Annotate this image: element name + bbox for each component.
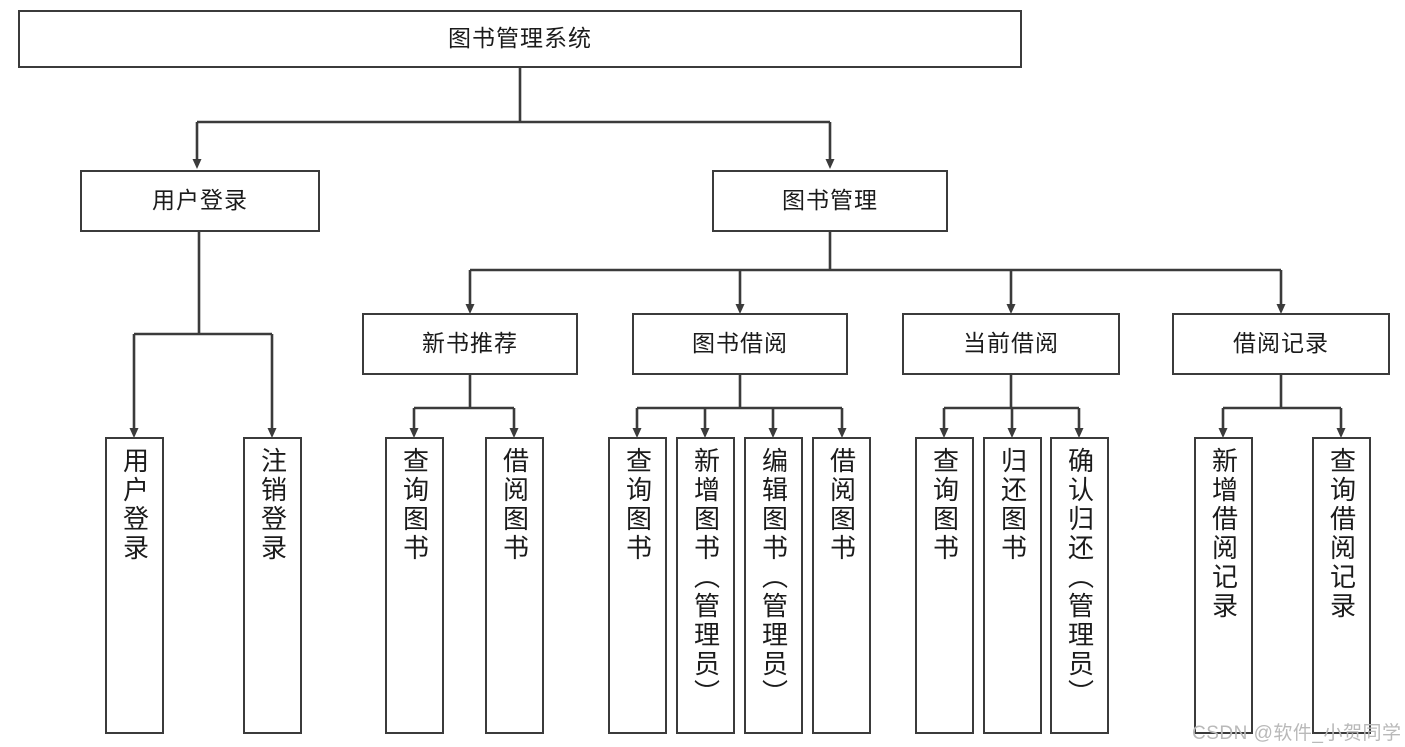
node-label: 查询图书 [929, 447, 960, 563]
node-label: 查询图书 [622, 447, 653, 563]
node-new-book-recommend[interactable]: 新书推荐 [362, 313, 578, 375]
node-label: 编辑图书（管理员） [758, 447, 789, 708]
leaf-user-login[interactable]: 用户登录 [105, 437, 164, 734]
node-label: 借阅记录 [1233, 330, 1329, 357]
node-root-library-system[interactable]: 图书管理系统 [18, 10, 1022, 68]
leaf-current-confirm-return-admin[interactable]: 确认归还（管理员） [1050, 437, 1109, 734]
node-label: 用户登录 [152, 187, 248, 214]
node-label: 用户登录 [119, 447, 150, 563]
leaf-current-return-book[interactable]: 归还图书 [983, 437, 1042, 734]
leaf-record-add-record[interactable]: 新增借阅记录 [1194, 437, 1253, 734]
leaf-new-book-borrow-book[interactable]: 借阅图书 [485, 437, 544, 734]
leaf-current-query-book[interactable]: 查询图书 [915, 437, 974, 734]
node-label: 当前借阅 [963, 330, 1059, 357]
leaf-logout[interactable]: 注销登录 [243, 437, 302, 734]
node-user-login[interactable]: 用户登录 [80, 170, 320, 232]
node-label: 查询图书 [399, 447, 430, 563]
leaf-borrow-edit-book-admin[interactable]: 编辑图书（管理员） [744, 437, 803, 734]
node-label: 图书管理 [782, 187, 878, 214]
node-label: 图书管理系统 [448, 25, 592, 52]
node-label: 确认归还（管理员） [1064, 447, 1095, 708]
leaf-borrow-borrow-book[interactable]: 借阅图书 [812, 437, 871, 734]
node-label: 注销登录 [257, 447, 288, 563]
csdn-watermark: CSDN @软件_小贺同学 [1192, 723, 1402, 744]
leaf-borrow-add-book-admin[interactable]: 新增图书（管理员） [676, 437, 735, 734]
node-book-borrow[interactable]: 图书借阅 [632, 313, 848, 375]
node-label: 查询借阅记录 [1326, 447, 1357, 621]
node-label: 新增借阅记录 [1208, 447, 1239, 621]
leaf-new-book-query-book[interactable]: 查询图书 [385, 437, 444, 734]
node-label: 图书借阅 [692, 330, 788, 357]
node-current-borrow[interactable]: 当前借阅 [902, 313, 1120, 375]
node-label: 新增图书（管理员） [690, 447, 721, 708]
node-borrow-record[interactable]: 借阅记录 [1172, 313, 1390, 375]
node-book-management[interactable]: 图书管理 [712, 170, 948, 232]
node-label: 借阅图书 [499, 447, 530, 563]
node-label: 归还图书 [997, 447, 1028, 563]
node-label: 借阅图书 [826, 447, 857, 563]
node-label: 新书推荐 [422, 330, 518, 357]
leaf-record-query-record[interactable]: 查询借阅记录 [1312, 437, 1371, 734]
leaf-borrow-query-book[interactable]: 查询图书 [608, 437, 667, 734]
